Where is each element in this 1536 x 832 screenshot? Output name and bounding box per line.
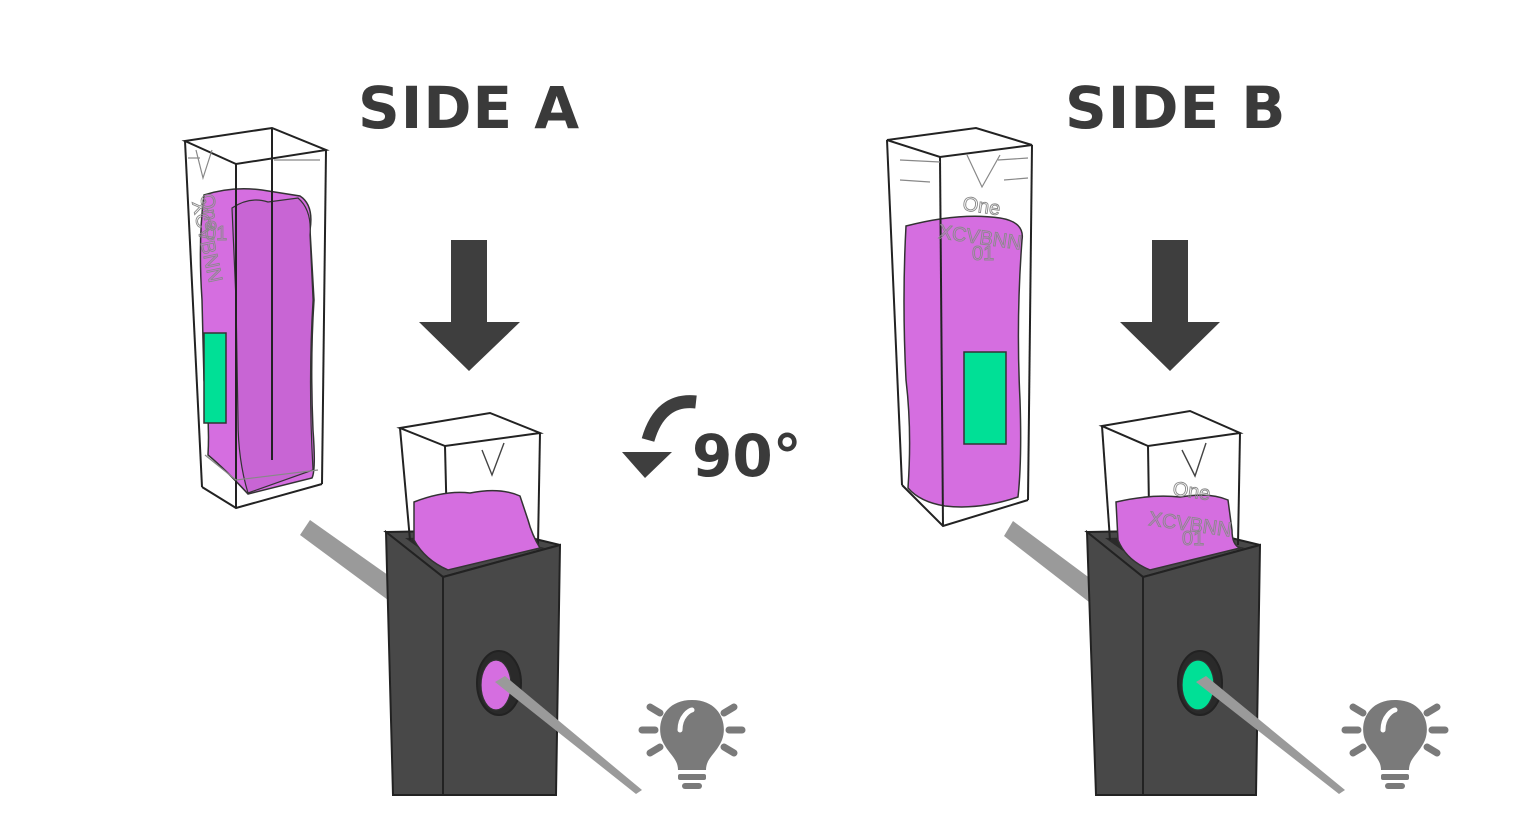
side-b-holder: One XCVBNN 01 [1084,409,1262,796]
side-b-cuvette: One XCVBNN 01 [886,126,1033,528]
side-b-beam-in [1004,521,1095,602]
side-a-glass [181,126,330,510]
side-b-window [963,351,1007,445]
side-a-panel: One XCVBNN 01 [181,126,746,796]
cuvette-marking-text: 01 [205,223,227,245]
side-a-cuvette: One XCVBNN 01 [181,126,330,510]
rotation-label: 90° [692,422,802,490]
cuvette-marking-text: 01 [1182,528,1204,550]
side-b-title: SIDE B [1065,74,1287,142]
side-a-lightbulb-icon [638,700,746,789]
side-a-window [203,332,227,424]
side-b-lightbulb-icon [1341,700,1449,789]
side-a-down-arrow [419,240,520,371]
side-a-holder [383,411,562,796]
cuvette-marking-text: 01 [972,243,994,265]
side-b-down-arrow [1120,240,1220,371]
side-a-beam-out [495,676,642,794]
side-b-glass [886,126,1033,528]
side-a-title: SIDE A [358,74,581,142]
side-a-beam-in [300,520,395,600]
side-b-beam-out [1196,676,1345,794]
rotate-ccw-icon [622,395,697,478]
side-b-panel: One XCVBNN 01 One XCVBNN [886,126,1449,796]
side-a-inner-liquid [413,489,542,571]
side-b-inner-liquid [1115,494,1243,571]
